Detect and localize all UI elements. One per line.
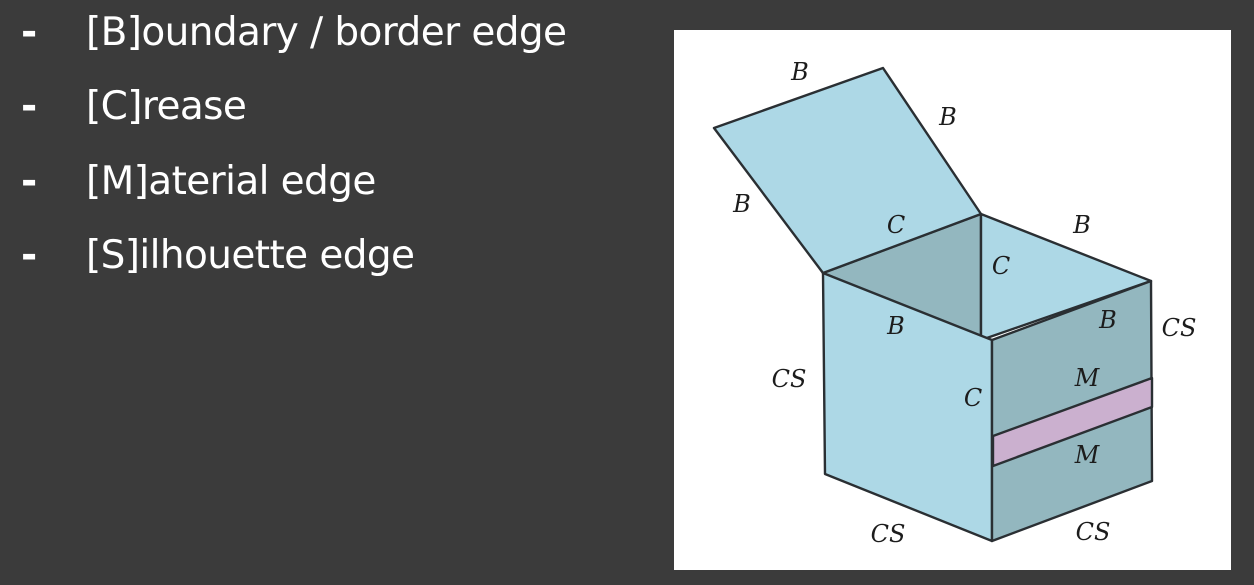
edge-label-flap-right: B: [938, 103, 957, 131]
bullet-marker: -: [21, 233, 37, 278]
edge-label-flap-left: B: [732, 190, 751, 218]
edge-label-flap-top: B: [790, 58, 809, 86]
open-box-diagram: B B B C B C B B CS CS C M M CS CS: [712, 58, 1196, 548]
edge-label-crease-front-corner: C: [964, 384, 982, 412]
bullet-marker: -: [21, 84, 37, 129]
bullet-text-material: [M]aterial edge: [86, 159, 376, 204]
material-band: [991, 376, 1154, 468]
edge-label-front-top-left: B: [886, 312, 905, 340]
edge-labels: B B B C B C B B CS CS C M M CS CS: [732, 58, 1196, 548]
edge-label-silhouette-left: CS: [772, 365, 807, 393]
bullet-text-crease: [C]rease: [86, 84, 247, 129]
open-flap-face: [712, 66, 983, 275]
inner-back-right-face: [979, 212, 1153, 342]
box-diagram-panel: B B B C B C B B CS CS C M M CS CS: [674, 30, 1231, 570]
bullet-marker: -: [21, 10, 37, 55]
edge-label-front-top-right: B: [1098, 306, 1117, 334]
edge-label-material-lower: M: [1074, 441, 1101, 469]
bullet-marker: -: [21, 159, 37, 204]
bullet-text-silhouette: [S]ilhouette edge: [86, 233, 415, 278]
edge-label-silhouette-bottom-right: CS: [1076, 518, 1111, 546]
edge-label-material-upper: M: [1074, 364, 1101, 392]
edge-label-silhouette-bottom-left: CS: [871, 520, 906, 548]
edge-label-crease-back-vertical: C: [992, 252, 1010, 280]
bullet-text-boundary: [B]oundary / border edge: [86, 10, 567, 55]
edge-label-back-top-right: B: [1072, 211, 1091, 239]
edge-label-crease-flap: C: [887, 211, 905, 239]
edge-label-silhouette-right: CS: [1162, 314, 1197, 342]
